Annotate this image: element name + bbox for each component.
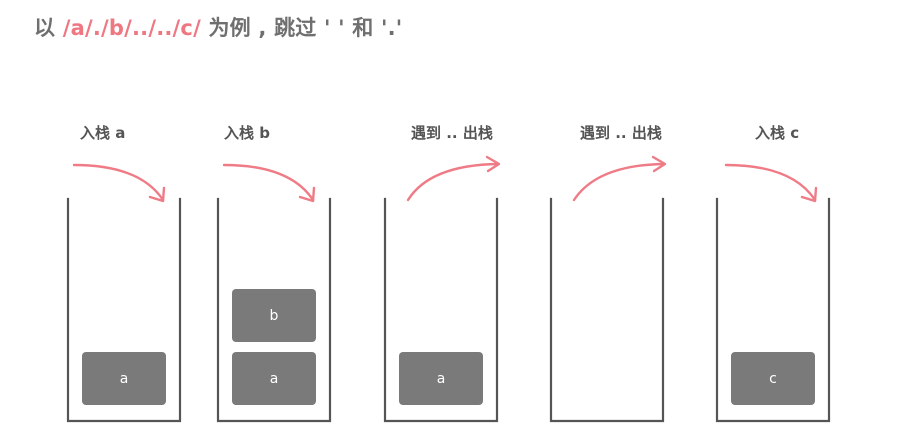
title-suffix: 为例 , 跳过 ' ' 和 '.' [200, 16, 403, 40]
block-label: a [437, 371, 446, 387]
stack-container [715, 197, 831, 423]
pop-arrow-head [651, 155, 667, 173]
stack-container [549, 197, 665, 423]
step-label: 遇到 .. 出栈 [411, 124, 493, 142]
step-3: 遇到 .. 出栈 [549, 124, 667, 423]
block-label: c [769, 371, 777, 387]
step-label: 入栈 c [755, 124, 799, 142]
step-4: 入栈 c [715, 124, 831, 423]
push-arrow-head [148, 186, 166, 203]
block-label: a [120, 371, 129, 387]
pop-arrow-head [485, 155, 501, 173]
stack-blocks: a a b a c [82, 289, 815, 405]
stack-block: c [731, 352, 815, 405]
step-2: 遇到 .. 出栈 [383, 124, 501, 423]
page-title: 以 /a/./b/../../c/ 为例 , 跳过 ' ' 和 '.' [34, 12, 402, 42]
step-1: 入栈 b [216, 124, 332, 423]
step-label: 入栈 b [224, 124, 270, 142]
push-arrow [222, 163, 315, 202]
pop-arrow [572, 162, 666, 202]
title-path: /a/./b/../../c/ [62, 16, 201, 40]
stack-block: b [232, 289, 316, 342]
stack-block: a [232, 352, 316, 405]
step-label: 遇到 .. 出栈 [580, 124, 662, 142]
push-arrow-head [800, 186, 818, 203]
stack-container [66, 197, 182, 423]
pop-arrow [406, 162, 500, 202]
block-label: a [270, 371, 279, 387]
push-arrow-head [298, 186, 316, 203]
stack-block: a [82, 352, 166, 405]
step-label: 入栈 a [80, 124, 125, 142]
title-prefix: 以 [34, 16, 63, 40]
block-label: b [270, 308, 279, 324]
stack-container [216, 197, 332, 423]
push-arrow [72, 163, 165, 202]
push-arrow [724, 163, 817, 202]
stack-block: a [399, 352, 483, 405]
stack-container [383, 197, 499, 423]
step-0: 入栈 a [66, 124, 182, 423]
